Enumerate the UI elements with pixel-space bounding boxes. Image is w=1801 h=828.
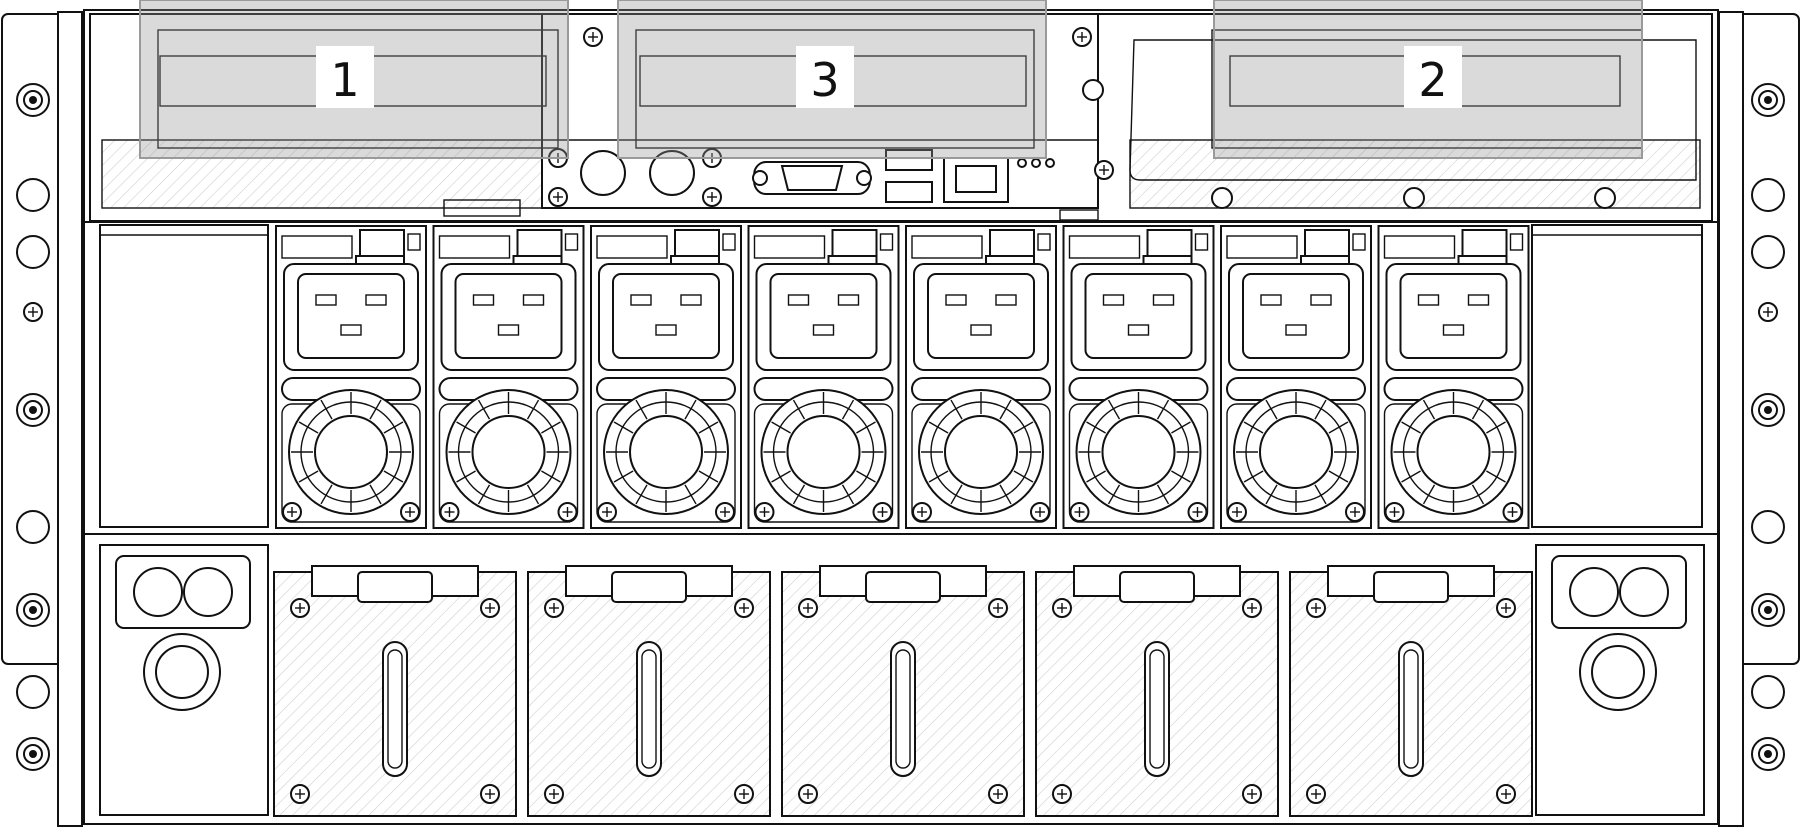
top-io-section: [101, 13, 1701, 221]
power-supply: [1062, 225, 1215, 529]
callout-2: 2: [1213, 0, 1643, 159]
fan-cover-row: [273, 565, 1533, 817]
psu-blank-left: [99, 224, 269, 528]
fan-filter-cover: [273, 565, 517, 817]
power-supply: [432, 225, 585, 529]
callout-label-2: 2: [1418, 53, 1447, 107]
psu-row: [275, 225, 1530, 529]
power-supply: [275, 225, 427, 529]
callout-label-1: 1: [330, 53, 359, 107]
fan-filter-cover: [1035, 565, 1279, 817]
cable-holder-right: [1535, 544, 1705, 816]
callout-1: 1: [139, 0, 569, 159]
callout-label-3: 3: [810, 53, 839, 107]
callout-3: 3: [617, 0, 1047, 159]
power-supply: [905, 225, 1057, 529]
power-supply: [1377, 225, 1530, 529]
chassis-outline: [83, 9, 1719, 825]
right-rack-ear: [1718, 11, 1800, 827]
fan-filter-cover: [527, 565, 771, 817]
fan-filter-cover: [1289, 565, 1533, 817]
power-supply: [1220, 225, 1372, 529]
cable-holder-left: [99, 544, 269, 816]
fan-filter-cover: [781, 565, 1025, 817]
power-supply: [747, 225, 900, 529]
power-supply: [590, 225, 742, 529]
left-rack-ear: [1, 11, 83, 827]
psu-blank-right: [1531, 224, 1703, 528]
